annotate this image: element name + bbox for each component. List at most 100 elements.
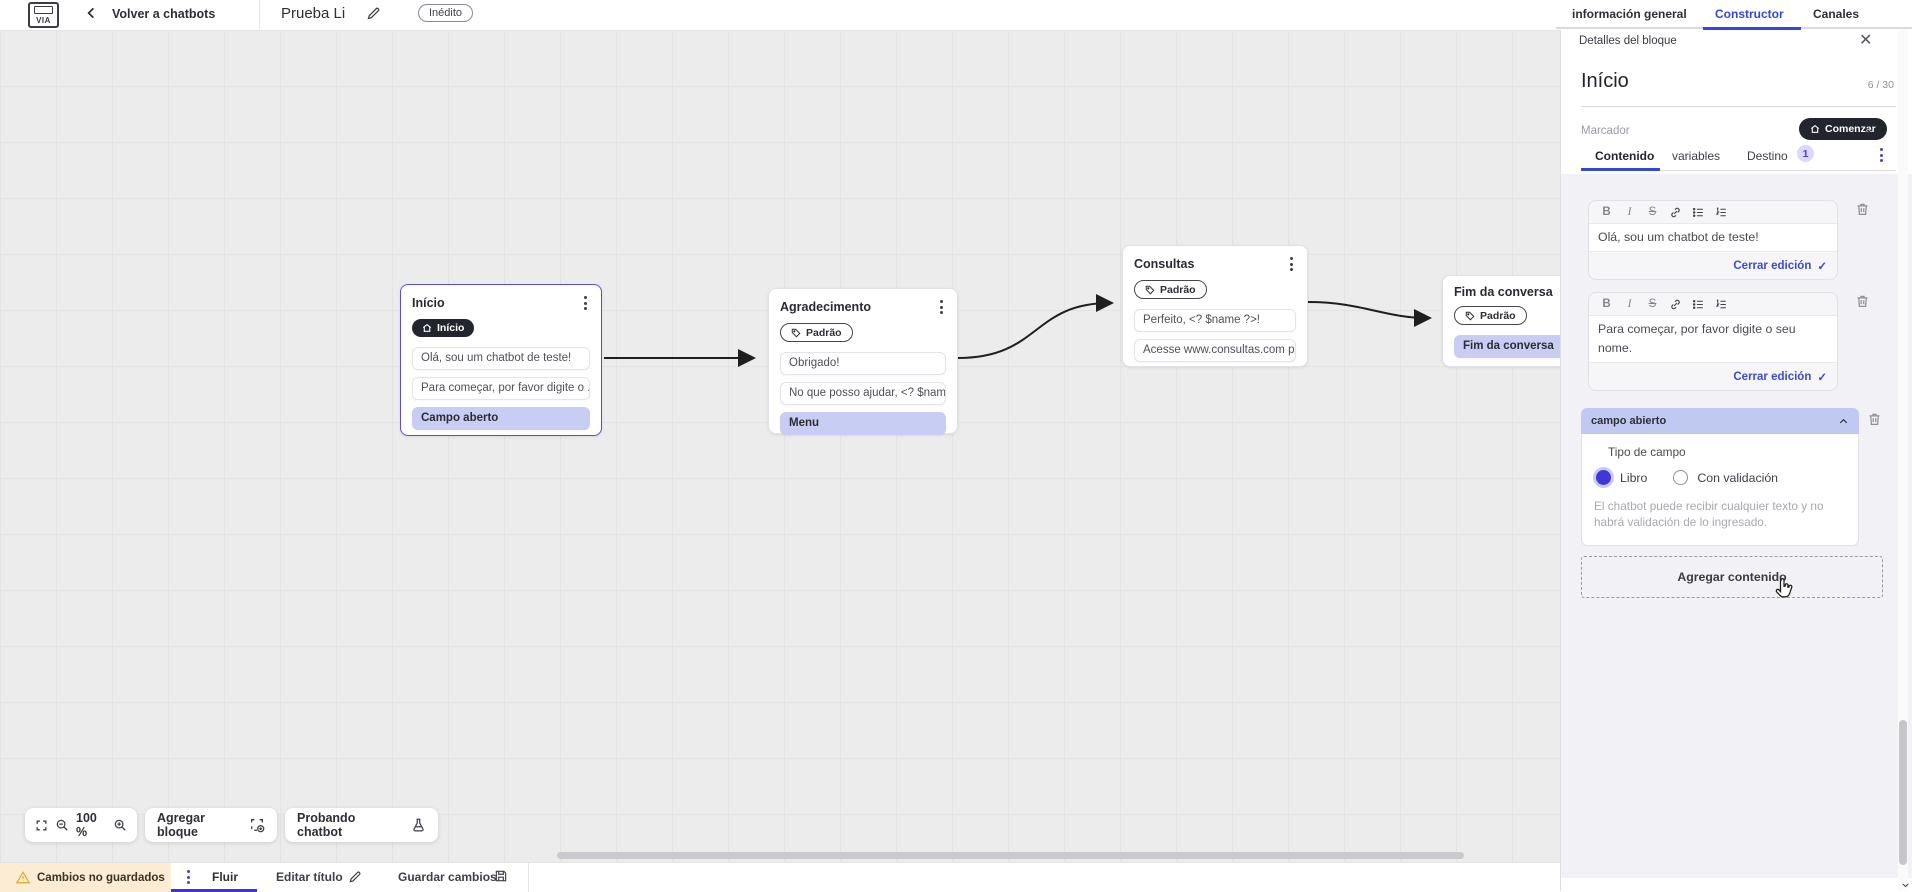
radio-con-validacion-label[interactable]: Con validación [1697, 470, 1779, 485]
strikethrough-icon[interactable]: S [1648, 206, 1657, 218]
marker-value-button[interactable]: Comenzar [1799, 118, 1887, 140]
fullscreen-icon[interactable] [35, 819, 48, 832]
strikethrough-icon[interactable]: S [1648, 298, 1657, 310]
italic-icon[interactable]: I [1627, 298, 1632, 310]
active-tab-underline [1703, 27, 1801, 30]
radio-libro-label[interactable]: Libro [1620, 470, 1648, 485]
zoom-out-icon[interactable] [55, 818, 69, 832]
link-icon[interactable] [1664, 201, 1687, 223]
block-title: Agradecimento [780, 300, 871, 314]
header-divider [259, 0, 260, 30]
block-content-item[interactable]: Obrigado! [780, 351, 946, 375]
numbered-list-icon[interactable] [1710, 293, 1733, 315]
numbered-list-icon[interactable] [1710, 201, 1733, 223]
radio-con-validacion[interactable] [1673, 470, 1689, 485]
resize-corner-icon [1900, 879, 1911, 890]
check-icon: ✓ [1817, 371, 1827, 384]
open-field-header[interactable]: campo abierto [1581, 408, 1859, 434]
block-content-item[interactable]: Para começar, por favor digite o ... [412, 377, 590, 400]
add-content-button[interactable]: Agregar contenido [1581, 556, 1883, 598]
chatbot-title: Prueba Li [281, 5, 346, 22]
trash-icon[interactable] [1855, 201, 1871, 218]
canvas-horizontal-scrollbar[interactable] [557, 852, 1464, 859]
chevron-up-icon[interactable] [1838, 416, 1849, 427]
block-content-item[interactable]: No que posso ajudar, <? $name ... [780, 381, 946, 405]
block-name-input[interactable]: Início [1581, 70, 1629, 92]
tag-icon [1465, 311, 1475, 321]
back-to-chatbots-link[interactable]: Volver a chatbots [112, 7, 216, 21]
tab-canales[interactable]: Canales [1813, 7, 1860, 21]
bottom-bar: Cambios no guardados Fluir Editar título… [0, 862, 1560, 892]
close-icon[interactable]: ✕ [1859, 32, 1873, 49]
block-content-item-end[interactable]: Fim da conversa [1454, 334, 1582, 358]
tab-informacion-general[interactable]: información general [1572, 7, 1687, 21]
block-content-item-open-field[interactable]: Campo aberto [412, 407, 590, 430]
block-content-item[interactable]: Perfeito, <? $name ?>! [1134, 308, 1296, 332]
bold-icon[interactable]: B [1602, 206, 1611, 218]
edit-title-button[interactable]: Editar título [276, 870, 343, 884]
link-icon[interactable] [1664, 293, 1687, 315]
home-icon [1810, 124, 1820, 134]
zoom-in-icon[interactable] [113, 818, 127, 832]
block-menu-icon[interactable] [1287, 255, 1296, 273]
text-editor-1[interactable]: B I S Olá, sou um chatbot de teste! Cer [1588, 200, 1838, 280]
add-block-button[interactable]: Agregar bloque [145, 808, 277, 842]
block-title: Fim da conversa [1454, 285, 1553, 299]
add-block-icon [249, 817, 265, 833]
flask-icon [411, 818, 426, 833]
back-chevron-icon[interactable] [84, 5, 102, 23]
flow-connectors [604, 294, 1432, 367]
field-type-label: Tipo de campo [1608, 445, 1686, 459]
tab-fluir[interactable]: Fluir [212, 870, 238, 884]
flow-block-consultas[interactable]: Consultas Padrão Perfeito, <? $name ?>! … [1122, 245, 1308, 367]
block-content-item-menu[interactable]: Menu [780, 411, 946, 435]
panel-scrollbar-track[interactable] [1898, 30, 1908, 891]
app-logo-icon[interactable]: VIA [28, 2, 59, 28]
bullet-list-icon[interactable] [1687, 201, 1710, 223]
block-title: Consultas [1134, 257, 1195, 271]
editor-text-area[interactable]: Olá, sou um chatbot de teste! [1589, 223, 1837, 252]
trash-icon[interactable] [1867, 411, 1883, 428]
flow-block-inicio[interactable]: Início Início Olá, sou um chatbot de tes… [400, 284, 602, 436]
flow-block-agradecimento[interactable]: Agradecimento Padrão Obrigado! No que po… [768, 288, 958, 435]
status-badge: Inédito [418, 4, 474, 22]
radio-libro[interactable] [1596, 470, 1611, 485]
field-helper-text: El chatbot puede recibir cualquier texto… [1594, 499, 1824, 529]
tag-icon [791, 328, 801, 338]
trash-icon[interactable] [1855, 293, 1871, 310]
block-menu-icon[interactable] [937, 298, 946, 316]
block-content-item[interactable]: Olá, sou um chatbot de teste! [412, 347, 590, 370]
close-edit-link[interactable]: Cerrar edición [1733, 259, 1812, 272]
chevron-down-icon[interactable] [1863, 124, 1875, 136]
block-default-badge: Padrão [1134, 280, 1207, 299]
bold-icon[interactable]: B [1602, 298, 1611, 310]
text-editor-2[interactable]: B I S Para começar, por favor digite o s… [1588, 292, 1838, 391]
save-icon[interactable] [494, 869, 509, 884]
flow-canvas[interactable]: Início Início Olá, sou um chatbot de tes… [0, 30, 1594, 891]
close-edit-link[interactable]: Cerrar edición [1733, 370, 1812, 383]
tab-contenido[interactable]: Contenido [1595, 149, 1655, 163]
italic-icon[interactable]: I [1627, 206, 1632, 218]
block-content-item[interactable]: Acesse www.consultas.com par... [1134, 338, 1296, 362]
panel-title: Detalles del bloque [1579, 35, 1677, 47]
panel-options-menu-icon[interactable] [1877, 146, 1886, 164]
check-icon: ✓ [1817, 260, 1827, 273]
panel-scrollbar-thumb[interactable] [1899, 720, 1907, 865]
save-changes-button[interactable]: Guardar cambios [398, 870, 497, 884]
open-field-section: campo abierto Tipo de campo Libro Con va… [1581, 408, 1859, 546]
name-char-counter: 6 / 30 [1867, 79, 1894, 91]
block-menu-icon[interactable] [581, 294, 590, 312]
edit-title-pencil-icon[interactable] [366, 6, 382, 22]
pencil-icon[interactable] [348, 870, 362, 884]
bullet-list-icon[interactable] [1687, 293, 1710, 315]
zoom-level: 100 % [76, 811, 97, 839]
tab-destino[interactable]: Destino [1747, 149, 1788, 163]
tab-constructor[interactable]: Constructor [1715, 7, 1784, 21]
warning-icon [16, 871, 30, 884]
block-title: Início [412, 296, 445, 310]
tab-variables[interactable]: variables [1672, 149, 1721, 163]
test-chatbot-button[interactable]: Probando chatbot [285, 808, 438, 842]
editor-text-area[interactable]: Para começar, por favor digite o seu nom… [1589, 315, 1837, 363]
flow-options-menu-icon[interactable] [184, 868, 193, 886]
